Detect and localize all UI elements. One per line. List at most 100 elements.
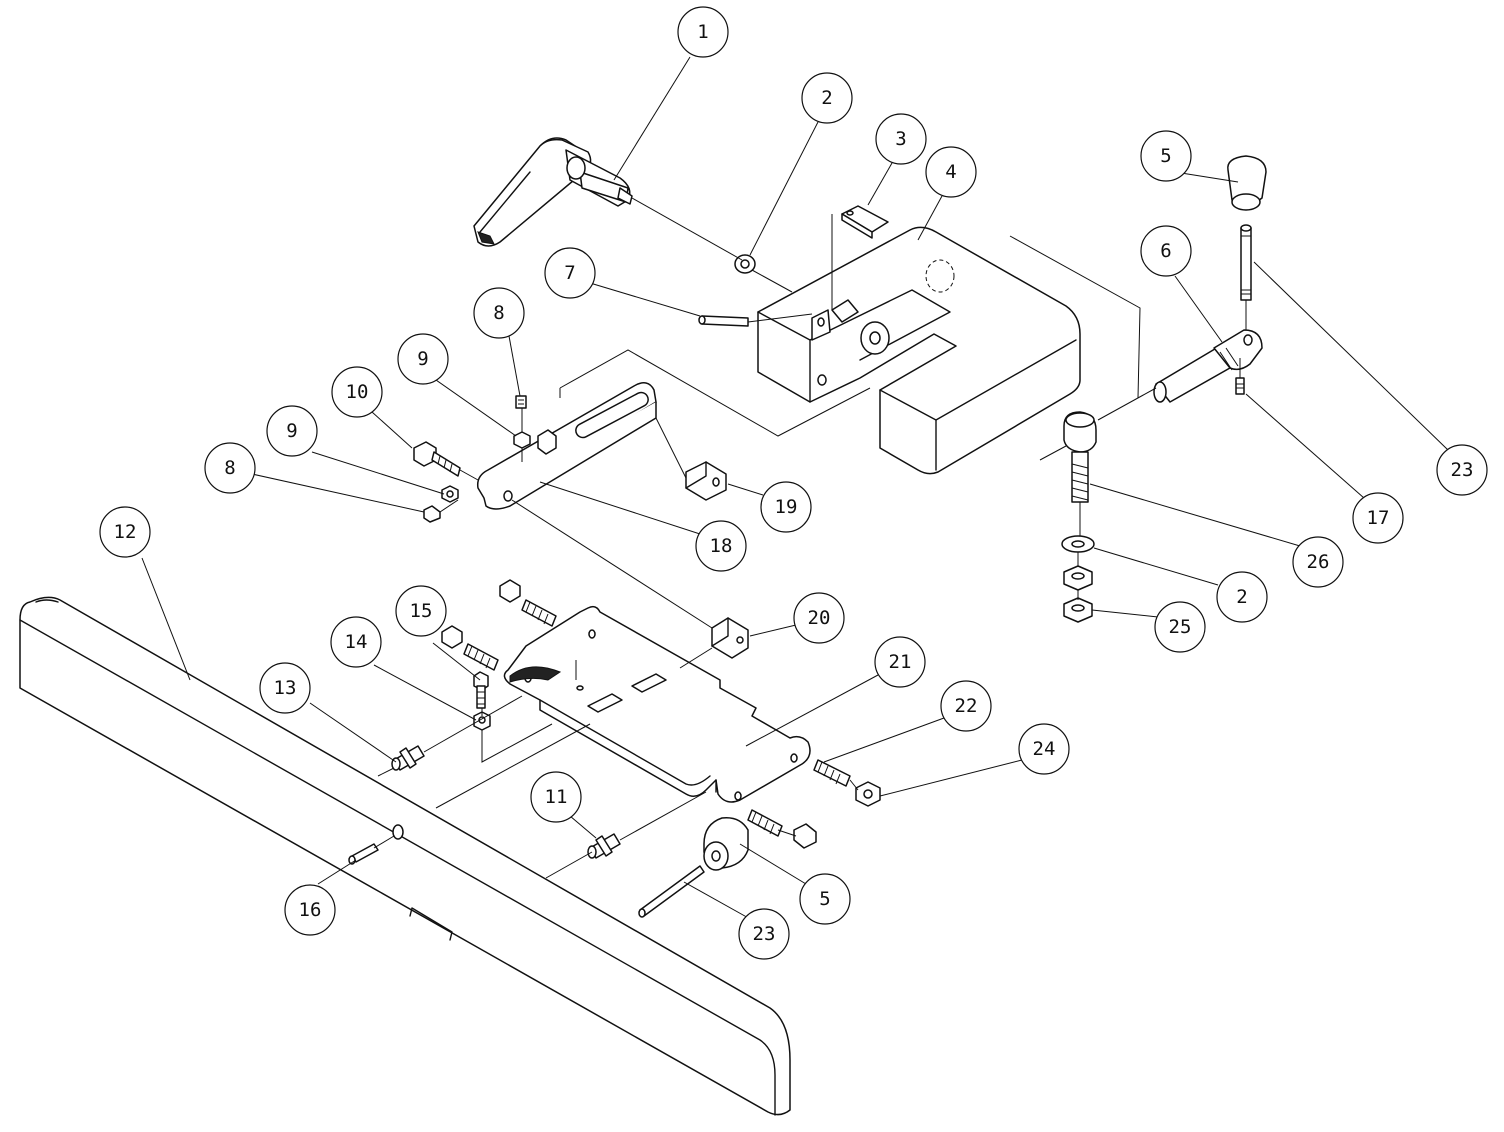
callout-label: 9 [417, 348, 428, 370]
callout-9-lower: 9 [266, 405, 318, 457]
part-hex-nut-25a [1063, 565, 1093, 591]
part-rod-upper [1240, 224, 1252, 301]
callout-label: 3 [895, 128, 906, 150]
callout-balloons: 1 2 3 4 5 6 7 8 9 10 9 8 12 23 17 26 2 2… [99, 6, 1488, 960]
part-set-screw-upper [499, 579, 557, 627]
part-bracket-body [757, 226, 1081, 475]
part-fitting-13 [391, 745, 425, 771]
part-knob-upper [1227, 155, 1267, 211]
part-cap-screw-top [515, 395, 527, 409]
part-hex-bolt [413, 441, 461, 477]
callout-label: 15 [410, 600, 433, 622]
callout-19: 19 [760, 481, 812, 533]
callout-label: 26 [1307, 551, 1330, 573]
leader-lines [141, 56, 1449, 921]
callout-label: 13 [274, 677, 297, 699]
part-set-screw-lower [747, 809, 817, 849]
callout-1: 1 [677, 6, 729, 58]
callout-15: 15 [395, 585, 447, 637]
callout-label: 21 [889, 651, 912, 673]
part-set-screw-right [813, 759, 851, 787]
part-nut-block [685, 461, 727, 501]
callout-6: 6 [1140, 225, 1192, 277]
part-washer-top [734, 254, 756, 274]
callout-label: 2 [1236, 586, 1247, 608]
callout-9-upper: 9 [397, 333, 449, 385]
part-knob-lower [703, 817, 749, 871]
callout-10: 10 [331, 366, 383, 418]
callout-label: 7 [564, 262, 575, 284]
part-washer-lower [1061, 535, 1095, 553]
part-fence-rail [19, 596, 791, 1116]
part-adjust-shaft [1153, 329, 1263, 403]
part-rod-lower [638, 865, 705, 918]
callout-23-upper: 23 [1436, 444, 1488, 496]
callout-label: 8 [493, 302, 504, 324]
callout-20: 20 [793, 592, 845, 644]
callout-14: 14 [330, 616, 382, 668]
callout-label: 5 [819, 888, 830, 910]
callout-8-lower: 8 [204, 442, 256, 494]
callout-24: 24 [1018, 723, 1070, 775]
callout-label: 12 [114, 521, 137, 543]
callout-label: 4 [945, 161, 956, 183]
callout-label: 14 [345, 631, 368, 653]
callout-16: 16 [284, 884, 336, 936]
callout-label: 23 [1451, 459, 1474, 481]
callout-12: 12 [99, 506, 151, 558]
callout-label: 2 [821, 87, 832, 109]
callout-5-lower: 5 [799, 873, 851, 925]
callout-label: 23 [753, 923, 776, 945]
callout-13: 13 [259, 662, 311, 714]
callout-label: 25 [1169, 616, 1192, 638]
part-pin [698, 315, 749, 327]
part-bolt-15 [473, 671, 489, 709]
callout-2: 2 [801, 72, 853, 124]
callout-label: 22 [955, 695, 978, 717]
callout-label: 16 [299, 899, 322, 921]
callout-7: 7 [544, 247, 596, 299]
callout-label: 6 [1160, 240, 1171, 262]
callout-label: 11 [545, 786, 568, 808]
part-base-plate [503, 605, 811, 803]
callout-4: 4 [925, 146, 977, 198]
part-gib-block [841, 205, 889, 239]
assembly-lines [373, 197, 1247, 879]
part-small-block [711, 617, 749, 659]
part-cap-screw [423, 505, 441, 523]
callout-26: 26 [1292, 536, 1344, 588]
callout-label: 5 [1160, 145, 1171, 167]
part-hex-nut-25b [1063, 597, 1093, 623]
callout-25: 25 [1154, 601, 1206, 653]
part-fitting-11 [587, 833, 621, 859]
callout-8-upper: 8 [473, 287, 525, 339]
callout-11: 11 [530, 771, 582, 823]
part-set-screw-mid [441, 625, 499, 671]
callout-label: 18 [710, 535, 733, 557]
callout-label: 1 [697, 21, 708, 43]
callout-3: 3 [875, 113, 927, 165]
part-clamp-lever [473, 137, 633, 247]
callout-18: 18 [695, 520, 747, 572]
callout-21: 21 [874, 636, 926, 688]
callout-label: 17 [1367, 507, 1390, 529]
callout-2-lower: 2 [1216, 571, 1268, 623]
callout-label: 19 [775, 496, 798, 518]
part-small-screw-17 [1235, 377, 1245, 395]
callout-22: 22 [940, 680, 992, 732]
callout-5-upper: 5 [1140, 130, 1192, 182]
callout-label: 9 [286, 420, 297, 442]
callout-label: 10 [346, 381, 369, 403]
callout-23-lower: 23 [738, 908, 790, 960]
callout-label: 20 [808, 607, 831, 629]
part-eye-bolt [1063, 411, 1097, 503]
part-screw-16 [348, 824, 404, 865]
callout-label: 8 [224, 457, 235, 479]
part-hex-nut-24 [855, 781, 881, 807]
callout-17: 17 [1352, 492, 1404, 544]
part-nut-top [513, 431, 531, 449]
callout-label: 24 [1033, 738, 1056, 760]
part-slotted-arm [476, 382, 657, 510]
part-nut-small [441, 485, 459, 503]
